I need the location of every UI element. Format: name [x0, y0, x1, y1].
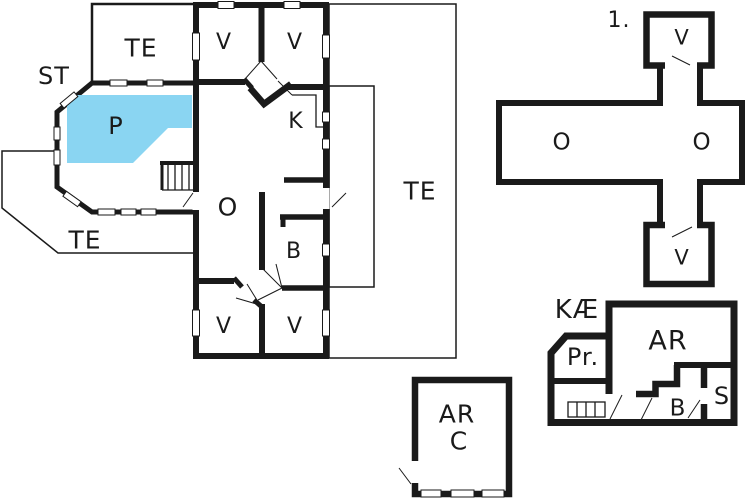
- main-house-walls: [193, 2, 329, 359]
- ground-door-swings: [182, 60, 347, 306]
- label-basement-ar: AR: [648, 325, 688, 357]
- ground-windows: [53, 1, 330, 337]
- label-first-floor-number: 1.: [607, 8, 631, 33]
- label-bath: B: [285, 239, 303, 264]
- label-annex-ar: AR: [438, 399, 476, 429]
- pool-water: [67, 95, 192, 163]
- fireplace: [247, 81, 293, 109]
- terrace-door-gap: [322, 188, 330, 209]
- label-first-o-left: O: [552, 129, 572, 156]
- label-terrace-right: TE: [403, 176, 437, 206]
- label-pool: P: [108, 112, 124, 140]
- label-bedroom-v1: V: [215, 30, 233, 55]
- label-bedroom-v2: V: [286, 30, 304, 55]
- label-st: ST: [38, 62, 70, 90]
- first-floor-door-swings: [671, 55, 693, 238]
- label-first-o-right: O: [692, 129, 712, 156]
- annex-door-gap: [411, 461, 419, 483]
- label-bedroom-v3: V: [215, 314, 233, 339]
- label-terrace-left: TE: [68, 225, 102, 255]
- label-basement-pr: Pr.: [566, 343, 600, 371]
- annex-walls: [398, 376, 513, 498]
- label-first-v-top: V: [674, 25, 690, 50]
- terrace-right-outline: [328, 3, 457, 359]
- kitchen-counter: [292, 94, 323, 128]
- label-basement-kae: KÆ: [554, 295, 600, 325]
- label-terrace-top: TE: [124, 33, 158, 63]
- label-bedroom-v4: V: [286, 314, 304, 339]
- first-floor-door-gaps: [663, 61, 697, 229]
- terrace-left-outline: [1, 150, 196, 254]
- label-basement-b: B: [669, 395, 687, 422]
- first-floor-walls: [496, 11, 745, 288]
- label-kitchen: K: [288, 109, 304, 134]
- annex-windows: [420, 489, 505, 498]
- stairs-ground: [160, 161, 196, 191]
- label-basement-s: S: [713, 382, 731, 410]
- hall-door-gap: [192, 192, 200, 210]
- label-annex-c: C: [449, 426, 469, 456]
- label-first-v-bottom: V: [674, 245, 690, 270]
- annex-door-swing: [398, 467, 412, 485]
- basement-door-swings: [609, 394, 701, 423]
- label-living: O: [217, 192, 239, 222]
- stairs-basement: [567, 401, 606, 418]
- basement-walls: [547, 300, 738, 426]
